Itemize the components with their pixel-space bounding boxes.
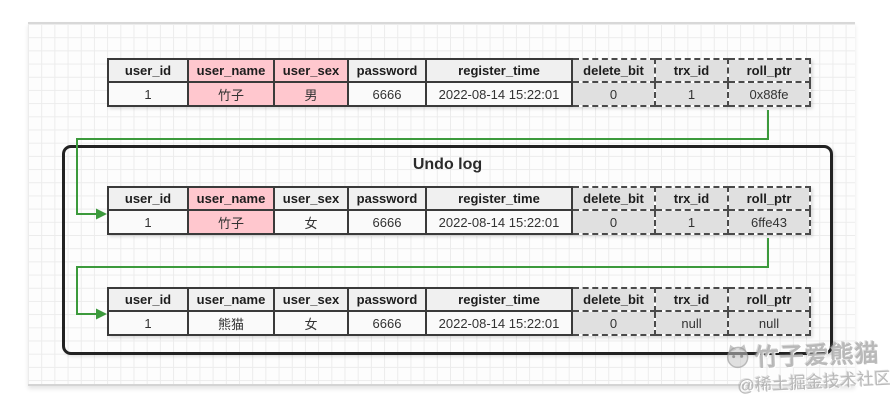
cell-register-time: 2022-08-14 15:22:01: [425, 81, 573, 107]
cell-register-time: 2022-08-14 15:22:01: [425, 310, 573, 336]
table-row: user_id user_name user_sex password regi…: [107, 58, 811, 83]
cell-user-sex: 女: [273, 209, 349, 235]
column-header-user-id: user_id: [107, 58, 189, 83]
cell-user-sex: 女: [273, 310, 349, 336]
column-header-register-time: register_time: [425, 287, 573, 312]
column-header-user-id: user_id: [107, 186, 189, 211]
cat-logo-icon: [726, 343, 749, 368]
column-header-user-sex: user_sex: [273, 186, 349, 211]
table-row: 1 熊猫 女 6666 2022-08-14 15:22:01 0 null n…: [107, 310, 811, 336]
column-header-trx-id: trx_id: [654, 186, 729, 211]
column-header-trx-id: trx_id: [654, 58, 729, 83]
column-header-delete-bit: delete_bit: [571, 58, 656, 83]
cell-user-id: 1: [107, 310, 189, 336]
table-current-record: user_id user_name user_sex password regi…: [107, 58, 811, 107]
column-header-password: password: [347, 186, 427, 211]
watermark: 竹子爱熊猫 @稀土掘金技术社区: [724, 333, 890, 396]
column-header-password: password: [347, 287, 427, 312]
table-row: user_id user_name user_sex password regi…: [107, 186, 811, 211]
cell-user-name: 竹子: [187, 209, 275, 235]
column-header-user-sex: user_sex: [273, 287, 349, 312]
table-undo-version-2: user_id user_name user_sex password regi…: [107, 287, 811, 336]
column-header-user-sex: user_sex: [273, 58, 349, 83]
table-row: user_id user_name user_sex password regi…: [107, 287, 811, 312]
undo-log-title: Undo log: [412, 156, 483, 173]
cell-user-name: 熊猫: [187, 310, 275, 336]
cell-delete-bit: 0: [571, 81, 656, 107]
column-header-delete-bit: delete_bit: [571, 287, 656, 312]
column-header-register-time: register_time: [425, 186, 573, 211]
column-header-trx-id: trx_id: [654, 287, 729, 312]
column-header-roll-ptr: roll_ptr: [727, 58, 811, 83]
cell-trx-id: 1: [654, 209, 729, 235]
cell-password: 6666: [347, 209, 427, 235]
column-header-register-time: register_time: [425, 58, 573, 83]
column-header-roll-ptr: roll_ptr: [727, 186, 811, 211]
cell-roll-ptr: 0x88fe: [727, 81, 811, 107]
cell-user-name: 竹子: [187, 81, 275, 107]
cell-trx-id: 1: [654, 81, 729, 107]
table-row: 1 竹子 男 6666 2022-08-14 15:22:01 0 1 0x88…: [107, 81, 811, 107]
column-header-delete-bit: delete_bit: [571, 186, 656, 211]
cell-delete-bit: 0: [571, 310, 656, 336]
column-header-user-name: user_name: [187, 287, 275, 312]
cell-delete-bit: 0: [571, 209, 656, 235]
cell-user-id: 1: [107, 81, 189, 107]
cell-register-time: 2022-08-14 15:22:01: [425, 209, 573, 235]
column-header-user-name: user_name: [187, 58, 275, 83]
cell-roll-ptr: 6ffe43: [727, 209, 811, 235]
table-undo-version-1: user_id user_name user_sex password regi…: [107, 186, 811, 235]
cell-roll-ptr: null: [727, 310, 811, 336]
cell-password: 6666: [347, 81, 427, 107]
cell-password: 6666: [347, 310, 427, 336]
column-header-password: password: [347, 58, 427, 83]
column-header-user-id: user_id: [107, 287, 189, 312]
table-row: 1 竹子 女 6666 2022-08-14 15:22:01 0 1 6ffe…: [107, 209, 811, 235]
cell-user-id: 1: [107, 209, 189, 235]
cell-trx-id: null: [654, 310, 729, 336]
column-header-user-name: user_name: [187, 186, 275, 211]
cell-user-sex: 男: [273, 81, 349, 107]
column-header-roll-ptr: roll_ptr: [727, 287, 811, 312]
